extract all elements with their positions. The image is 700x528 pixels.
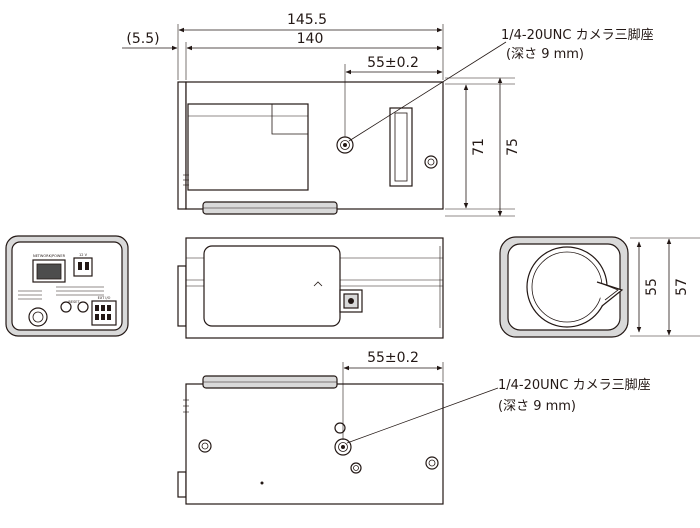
dim-body-length: 140 [297, 31, 324, 47]
dim-tripod-offset-bottom: 55±0.2 [367, 350, 419, 366]
tripod-note-bottom-line2: (深さ 9 mm) [498, 399, 576, 414]
leader-line-bottom [346, 387, 499, 444]
rear-label-reset: RESET [68, 300, 80, 304]
tripod-note-top-line2: (深さ 9 mm) [506, 47, 584, 62]
front-view [499, 236, 629, 338]
rear-label-ext-io: EXT I/O [98, 296, 111, 300]
dim-height-body: 71 [471, 138, 487, 156]
tripod-note-top-line1: 1/4-20UNC カメラ三脚座 [501, 27, 654, 43]
bottom-view [177, 375, 444, 505]
power-connector-icon [73, 257, 93, 277]
rear-view [5, 235, 129, 337]
leader-line-top [348, 41, 507, 142]
dim-front-offset: (5.5) [126, 31, 159, 47]
rear-label-power: 12 V [79, 253, 88, 257]
terminal-block-icon [91, 300, 117, 326]
dim-height-total: 75 [505, 138, 521, 156]
tripod-note-bottom-line1: 1/4-20UNC カメラ三脚座 [498, 377, 651, 393]
dim-tripod-offset-top: 55±0.2 [367, 55, 419, 71]
lens-mount-icon [526, 246, 608, 328]
dim-width-body: 55 [644, 278, 660, 296]
dimension-lines-right-top [445, 77, 515, 217]
top-view [177, 237, 444, 339]
dimension-lines-right-front [630, 237, 700, 337]
dimension-lines-top [122, 24, 444, 137]
dim-width-total: 57 [674, 278, 690, 296]
side-view [177, 81, 444, 215]
rear-label-network: NETWORK/POWER [33, 254, 66, 258]
dimension-lines-bottom [342, 362, 444, 440]
dim-total-length: 145.5 [287, 12, 327, 28]
